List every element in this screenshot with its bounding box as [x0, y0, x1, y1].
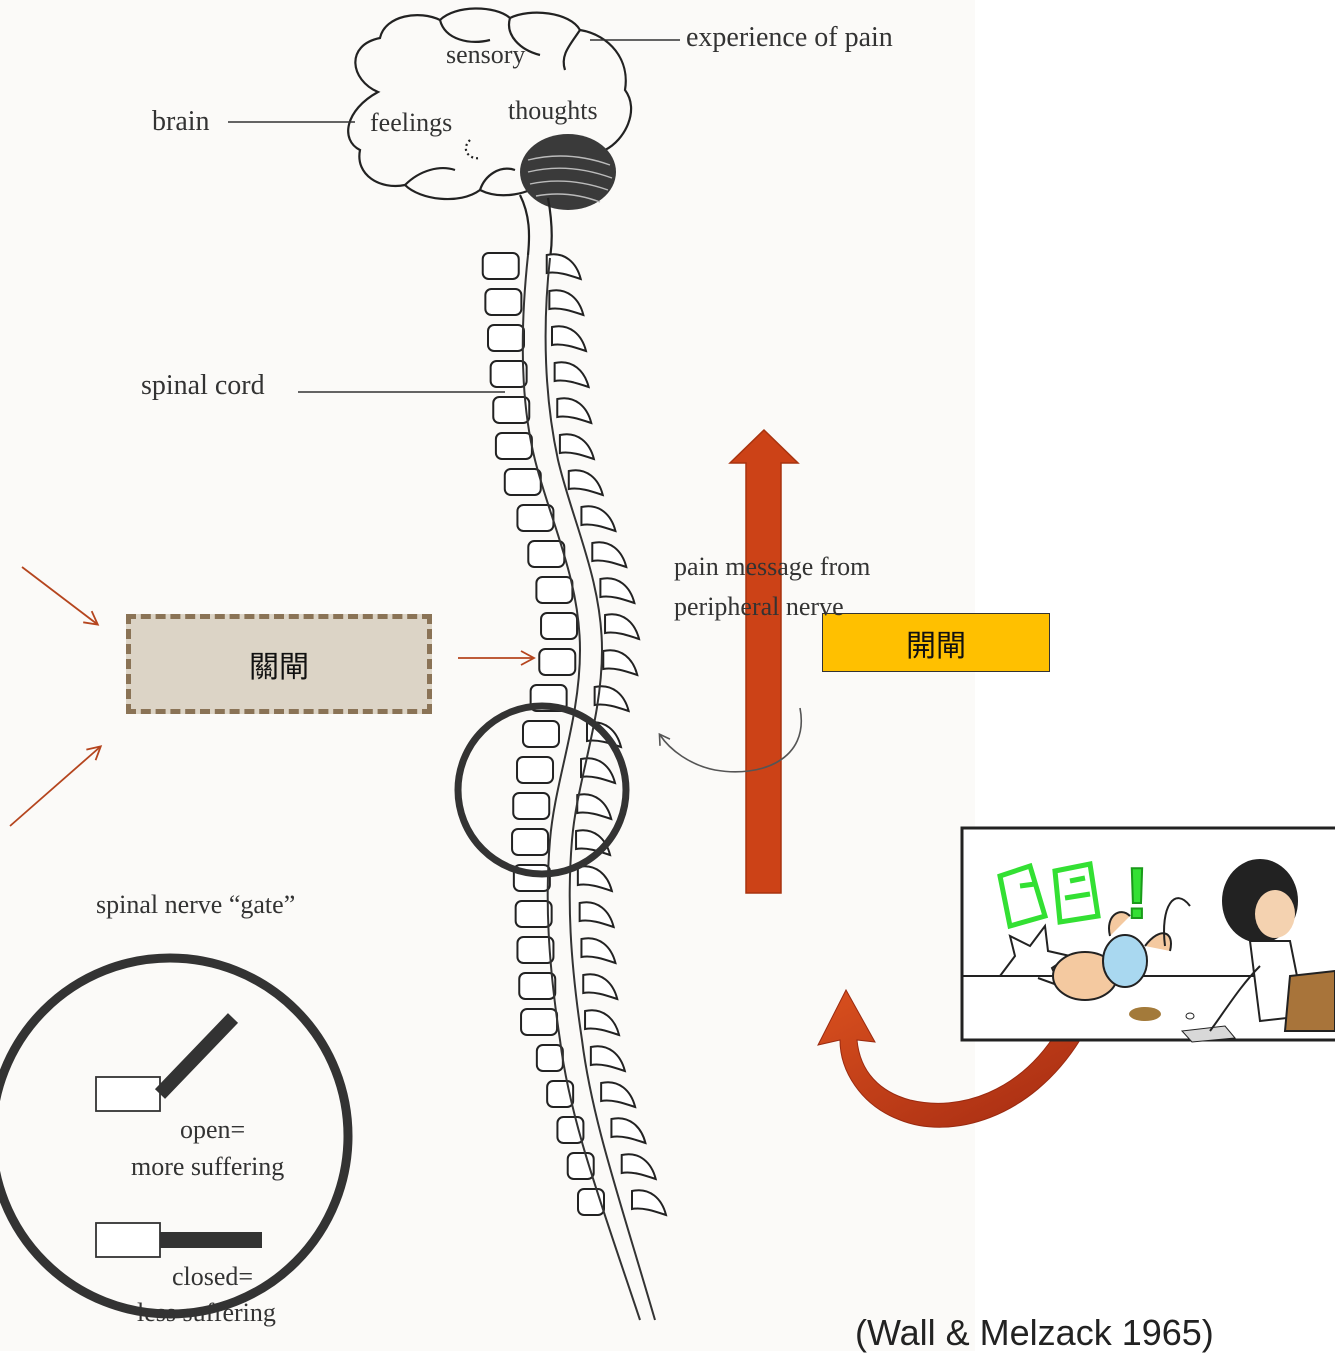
vertebra-process: [547, 254, 581, 279]
open-gate-box: 開閘: [822, 613, 1050, 672]
vertebra-body: [491, 361, 527, 387]
vertebra-body: [493, 397, 529, 423]
open-gate-label: 開閘: [906, 621, 966, 665]
label-spinal-cord: spinal cord: [141, 370, 265, 402]
vertebra-body: [539, 649, 575, 675]
legend-open-line2: more suffering: [131, 1152, 284, 1182]
vertebra-process: [557, 398, 591, 423]
gate-closed-symbol: [96, 1223, 160, 1257]
vertebra-process: [555, 362, 589, 387]
vertebra-process: [592, 542, 626, 567]
vertebra-body: [513, 793, 549, 819]
gate-open-bar: [160, 1018, 233, 1094]
legend-closed-line1: closed=: [172, 1262, 253, 1292]
vertebra-process: [552, 326, 586, 351]
vertebra-body: [517, 757, 553, 783]
label-pain-message-line1: pain message from: [674, 552, 870, 582]
spine-drawing: [483, 253, 666, 1215]
legend-closed-line2: less suffering: [137, 1298, 276, 1328]
vertebra-body: [517, 937, 553, 963]
vertebra-process: [603, 650, 637, 675]
vertebra-process: [632, 1190, 666, 1215]
vertebra-process: [581, 938, 615, 963]
vertebra-body: [483, 253, 519, 279]
vertebra-body: [521, 1009, 557, 1035]
label-sensory: sensory: [446, 40, 525, 70]
vertebra-process: [560, 434, 594, 459]
vertebra-body: [496, 433, 532, 459]
vertebra-body: [541, 613, 577, 639]
vertebra-body: [523, 721, 559, 747]
label-brain: brain: [152, 106, 210, 138]
vertebra-body: [519, 973, 555, 999]
vertebra-body: [488, 325, 524, 351]
vertebra-process: [569, 470, 603, 495]
ascending-signal-arrow: [730, 430, 798, 893]
vertebra-body: [528, 541, 564, 567]
vertebra-process: [583, 974, 617, 999]
vertebra-body: [485, 289, 521, 315]
label-pain-message-line2: peripheral nerve: [674, 592, 844, 622]
vertebra-process: [585, 1010, 619, 1035]
vertebra-process: [580, 902, 614, 927]
citation: (Wall & Melzack 1965): [855, 1312, 1214, 1354]
vertebra-body: [537, 1045, 563, 1071]
vertebra-process: [578, 866, 612, 891]
vertebra-body: [517, 505, 553, 531]
label-thoughts: thoughts: [508, 96, 598, 126]
legend-open-line1: open=: [180, 1115, 245, 1145]
comic-exclamation: !: [1125, 854, 1149, 934]
vertebra-process: [622, 1154, 656, 1179]
gate-closed-bar: [160, 1232, 262, 1248]
vertebra-body: [536, 577, 572, 603]
vertebra-body: [512, 829, 548, 855]
legend-title: spinal nerve “gate”: [96, 890, 295, 920]
vertebra-process: [549, 290, 583, 315]
vertebra-process: [601, 1082, 635, 1107]
label-experience-of-pain: experience of pain: [686, 22, 893, 54]
cerebellum-drawing: [520, 134, 616, 210]
comic-panel: !: [960, 826, 1335, 1044]
label-feelings: feelings: [370, 108, 452, 138]
vertebra-process: [600, 578, 634, 603]
gate-open-symbol: [96, 1077, 160, 1111]
vertebra-process: [577, 794, 611, 819]
vertebra-process: [591, 1046, 625, 1071]
input-arrow-bottom: [10, 747, 100, 826]
vertebra-body: [505, 469, 541, 495]
closed-gate-box: 關閘: [126, 614, 432, 714]
vertebra-body: [516, 901, 552, 927]
input-arrow-top: [22, 567, 97, 624]
gate-legend: [0, 958, 348, 1314]
vertebra-process: [611, 1118, 645, 1143]
vertebra-process: [581, 506, 615, 531]
vertebra-process: [605, 614, 639, 639]
closed-gate-label: 關閘: [249, 642, 309, 686]
